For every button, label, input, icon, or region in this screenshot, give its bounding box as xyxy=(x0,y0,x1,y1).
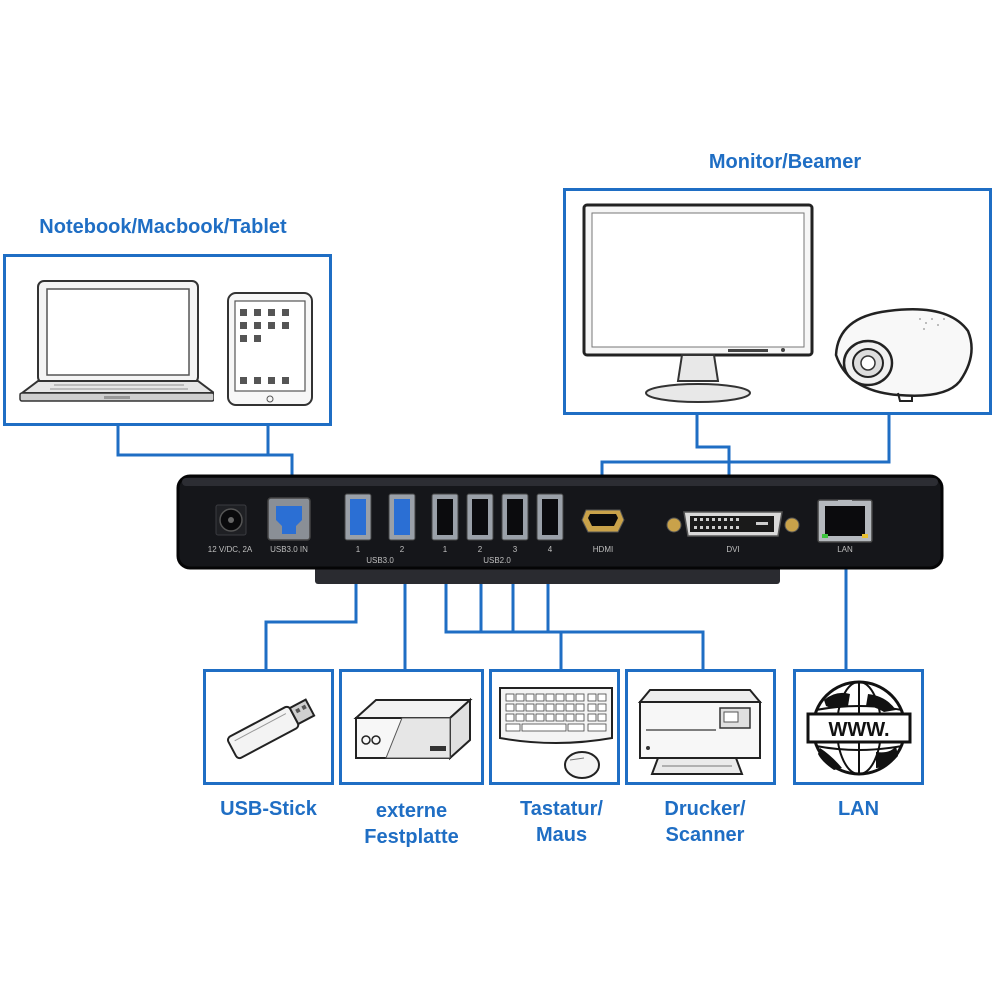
line-printer xyxy=(548,630,705,670)
usb2-port-4-icon xyxy=(536,493,564,541)
usb3-in-port-label: USB3.0 IN xyxy=(270,545,308,554)
lan-port-label: LAN xyxy=(837,545,853,554)
usb3-port-1-icon xyxy=(344,493,372,541)
hdmi-port-label: HDMI xyxy=(593,545,613,554)
lan-box: WWW. xyxy=(793,669,924,785)
external-hdd-box xyxy=(339,669,484,785)
usb3-port-2-label: 2 xyxy=(400,545,405,554)
printer-scanner-label-line1: Drucker/ xyxy=(664,798,746,820)
monitor-box xyxy=(563,188,992,415)
monitor-icon xyxy=(582,203,814,403)
projector-icon xyxy=(834,307,973,402)
usb2-port-3-label: 3 xyxy=(513,545,518,554)
keyboard-icon xyxy=(499,687,613,744)
usb-stick-label: USB-Stick xyxy=(220,798,317,820)
dvi-port-label: DVI xyxy=(726,545,739,554)
printer-scanner-label-line2: Scanner xyxy=(665,824,745,846)
usb2-port-4-label: 4 xyxy=(548,545,553,554)
keyboard-mouse-label-line2: Maus xyxy=(535,824,588,846)
power-port-icon xyxy=(215,504,247,536)
usb2-port-1-label: 1 xyxy=(443,545,448,554)
usb2-group-label: USB2.0 xyxy=(483,556,511,565)
usb2-port-1-icon xyxy=(431,493,459,541)
usb3-port-1-label: 1 xyxy=(356,545,361,554)
lan-port-icon xyxy=(817,499,873,543)
power-port-label: 12 V/DC, 2A xyxy=(208,545,253,554)
monitor-label: Monitor/Beamer xyxy=(708,151,862,173)
globe-text: WWW. xyxy=(828,719,889,741)
notebook-box xyxy=(3,254,332,426)
external-hdd-label-line2: Festplatte xyxy=(364,826,459,848)
usb-stick-icon xyxy=(226,698,316,760)
printer-scanner-box xyxy=(625,669,776,785)
usb3-in-port-icon xyxy=(267,497,311,541)
usb2-port-2-icon xyxy=(466,493,494,541)
lan-label: LAN xyxy=(837,798,880,820)
printer-scanner-label: Drucker/ Scanner xyxy=(625,796,785,848)
hdmi-port-icon xyxy=(581,509,625,533)
docking-station: 12 V/DC, 2A USB3.0 IN 1 2 USB3.0 1 2 3 4… xyxy=(176,474,944,584)
line-usb-stick xyxy=(264,566,358,670)
hard-drive-icon xyxy=(353,697,473,761)
dvi-port-icon xyxy=(666,511,800,537)
usb3-group-label: USB3.0 xyxy=(366,556,394,565)
usb-stick-box xyxy=(203,669,334,785)
external-hdd-label: externe Festplatte xyxy=(339,798,484,850)
mouse-icon xyxy=(564,751,600,779)
printer-icon xyxy=(637,689,763,775)
notebook-label: Notebook/Macbook/Tablet xyxy=(39,216,287,238)
usb2-port-3-icon xyxy=(501,493,529,541)
usb3-port-2-icon xyxy=(388,493,416,541)
usb2-port-2-label: 2 xyxy=(478,545,483,554)
external-hdd-label-line1: externe xyxy=(375,800,448,822)
tablet-icon xyxy=(227,292,313,406)
keyboard-mouse-box xyxy=(489,669,620,785)
globe-icon: WWW. xyxy=(806,680,912,776)
keyboard-mouse-label-line1: Tastatur/ xyxy=(520,798,603,820)
laptop-icon xyxy=(19,280,214,402)
keyboard-mouse-label: Tastatur/ Maus xyxy=(489,796,634,848)
